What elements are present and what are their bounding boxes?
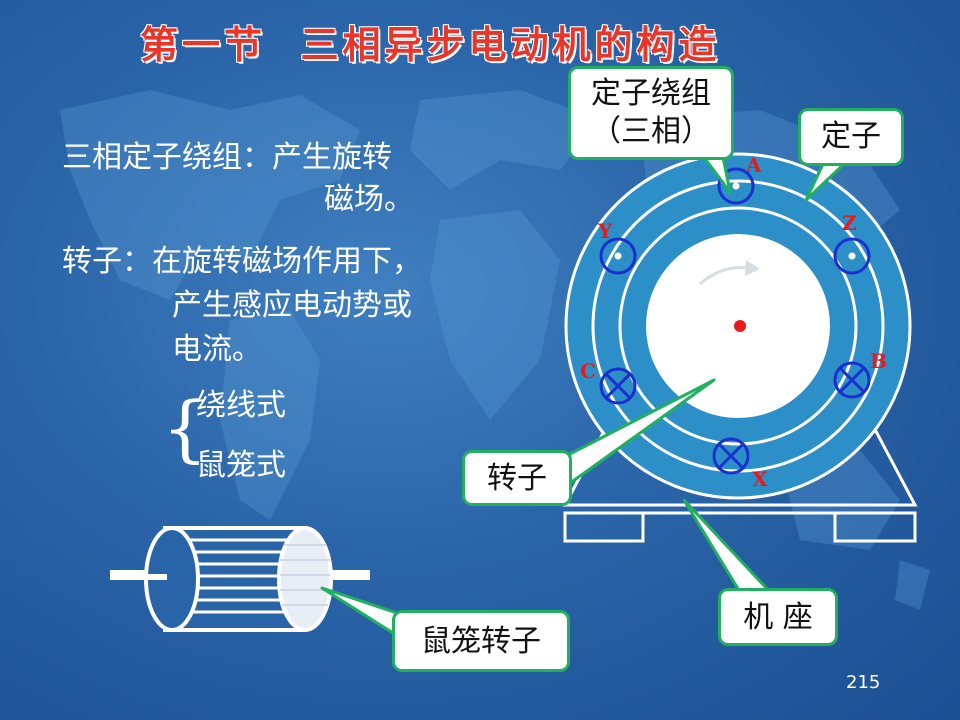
callout-rotor: 转子 — [462, 450, 572, 506]
callout-stator-winding-line1: 定子绕组 — [591, 76, 711, 111]
stator-winding-description: 三相定子绕组：产生旋转 — [62, 140, 392, 175]
stator-winding-description-cont: 磁场。 — [324, 182, 414, 217]
rotor-description: 转子：在旋转磁场作用下， — [62, 244, 422, 279]
callout-cage-rotor: 鼠笼转子 — [392, 610, 570, 672]
callout-stator-winding-line2: （三相） — [591, 114, 711, 149]
callout-stator-winding: 定子绕组 （三相） — [568, 66, 734, 160]
callout-base: 机 座 — [718, 588, 838, 646]
rotor-center-dot — [734, 320, 746, 332]
coil-a — [717, 167, 755, 205]
coil-label-b: B — [870, 349, 887, 373]
coil-b — [833, 361, 871, 399]
coil-x — [712, 437, 750, 475]
slide-title: 第一节 三相异步电动机的构造 — [140, 23, 721, 67]
rotor-description-cont2: 电流。 — [172, 332, 262, 367]
coil-label-a: A — [745, 153, 762, 177]
coil-label-z: Z — [842, 211, 857, 235]
coil-c — [599, 367, 637, 405]
brace-glyph: { — [162, 386, 208, 470]
rotor-description-cont1: 产生感应电动势或 — [172, 288, 412, 323]
coil-label-y: Y — [597, 219, 613, 243]
rotor-type-cage: 鼠笼式 — [196, 448, 286, 483]
callout-stator: 定子 — [798, 108, 904, 166]
coil-z — [833, 237, 871, 275]
rotor-type-wound: 绕线式 — [196, 388, 286, 423]
page-number: 215 — [846, 672, 881, 693]
coil-label-c: C — [580, 359, 596, 383]
squirrel-cage-rotor-drawing — [110, 526, 370, 632]
coil-y — [599, 237, 637, 275]
coil-label-x: X — [752, 467, 768, 491]
